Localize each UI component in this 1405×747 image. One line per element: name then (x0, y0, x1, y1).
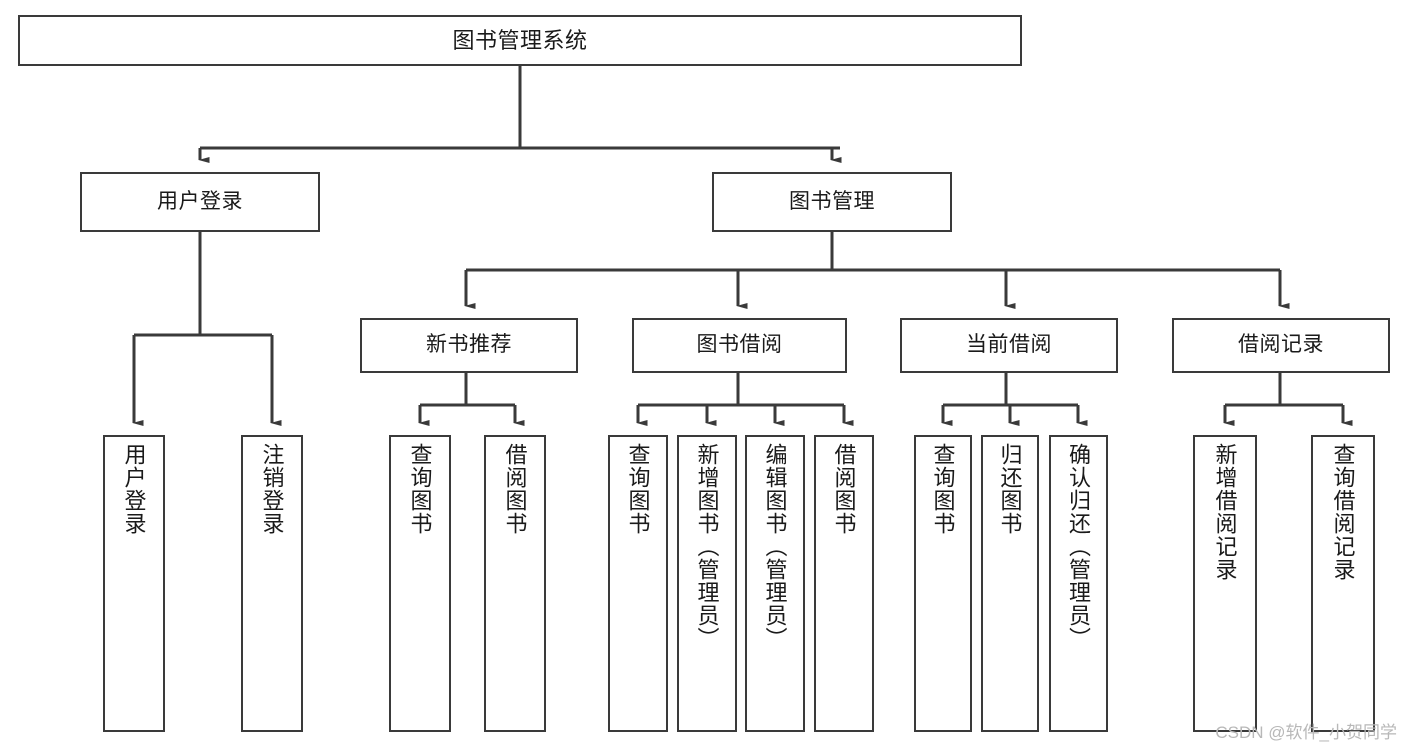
node-current-borrow-label: 当前借阅 (966, 333, 1052, 357)
leaf-edit-book-admin[interactable]: 编辑图书（管理员） (745, 435, 805, 732)
leaf-query-book-current[interactable]: 查询图书 (914, 435, 972, 732)
node-book-borrow[interactable]: 图书借阅 (632, 318, 847, 373)
leaf-add-book-admin[interactable]: 新增图书（管理员） (677, 435, 737, 732)
leaf-return-book-label: 归还图书 (997, 443, 1023, 535)
node-borrow-record-label: 借阅记录 (1238, 333, 1324, 357)
node-new-book-recommend-label: 新书推荐 (426, 333, 512, 357)
node-root[interactable]: 图书管理系统 (18, 15, 1022, 66)
node-book-management-label: 图书管理 (789, 189, 875, 213)
leaf-add-book-admin-label: 新增图书（管理员） (694, 443, 720, 650)
leaf-return-book[interactable]: 归还图书 (981, 435, 1039, 732)
node-book-management[interactable]: 图书管理 (712, 172, 952, 232)
node-new-book-recommend[interactable]: 新书推荐 (360, 318, 578, 373)
leaf-edit-book-admin-label: 编辑图书（管理员） (762, 443, 788, 650)
leaf-borrow-book-recommend[interactable]: 借阅图书 (484, 435, 546, 732)
leaf-confirm-return-admin[interactable]: 确认归还（管理员） (1049, 435, 1108, 732)
node-current-borrow[interactable]: 当前借阅 (900, 318, 1118, 373)
leaf-user-login-label: 用户登录 (121, 443, 147, 535)
leaf-borrow-book-label: 借阅图书 (831, 443, 857, 535)
leaf-query-borrow-record[interactable]: 查询借阅记录 (1311, 435, 1375, 732)
leaf-query-borrow-record-label: 查询借阅记录 (1330, 443, 1356, 581)
leaf-logout[interactable]: 注销登录 (241, 435, 303, 732)
node-book-borrow-label: 图书借阅 (696, 333, 783, 357)
node-user-login-label: 用户登录 (157, 189, 243, 213)
leaf-query-book-label: 查询图书 (625, 443, 651, 535)
leaf-add-borrow-record-label: 新增借阅记录 (1212, 443, 1238, 581)
node-borrow-record[interactable]: 借阅记录 (1172, 318, 1390, 373)
leaf-user-login[interactable]: 用户登录 (103, 435, 165, 732)
leaf-query-book-current-label: 查询图书 (930, 443, 956, 535)
leaf-borrow-book-recommend-label: 借阅图书 (502, 443, 528, 535)
leaf-query-book-recommend[interactable]: 查询图书 (389, 435, 451, 732)
leaf-confirm-return-admin-label: 确认归还（管理员） (1066, 443, 1092, 650)
leaf-logout-label: 注销登录 (259, 443, 285, 535)
leaf-add-borrow-record[interactable]: 新增借阅记录 (1193, 435, 1257, 732)
leaf-query-book-recommend-label: 查询图书 (407, 443, 433, 535)
leaf-query-book[interactable]: 查询图书 (608, 435, 668, 732)
node-root-label: 图书管理系统 (452, 27, 588, 53)
watermark: CSDN @软件_小贺同学 (1215, 723, 1397, 742)
node-user-login[interactable]: 用户登录 (80, 172, 320, 232)
leaf-borrow-book[interactable]: 借阅图书 (814, 435, 874, 732)
